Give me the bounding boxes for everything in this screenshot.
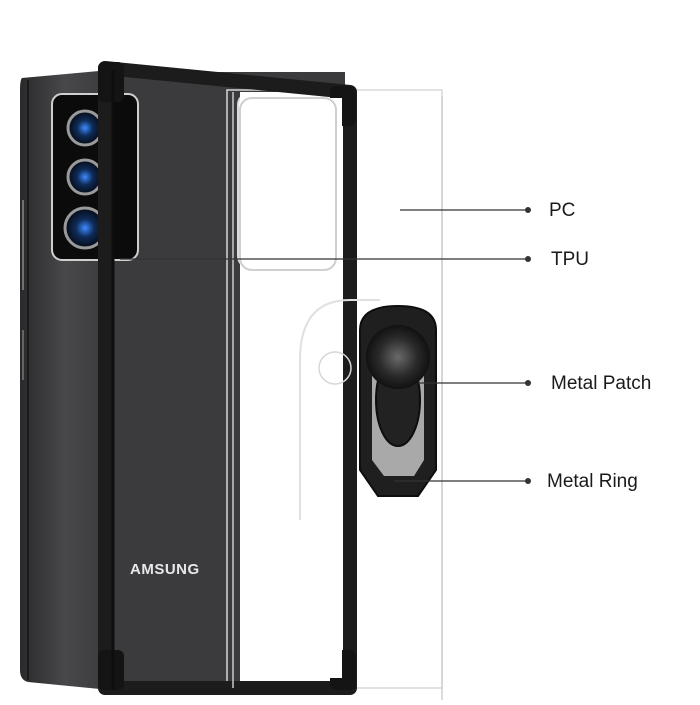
callout-label-metal-ring: Metal Ring [547, 471, 638, 492]
ring-holder [359, 304, 437, 497]
callout-dot-tpu [525, 256, 531, 262]
callout-label-pc: PC [549, 200, 576, 221]
callout-dot-metal-patch [525, 380, 531, 386]
callout-label-tpu: TPU [551, 249, 589, 270]
tpu-bumper [98, 61, 357, 695]
brand-logo-text: AMSUNG [130, 561, 200, 578]
callout-dot-metal-ring [525, 478, 531, 484]
callout-label-metal-patch: Metal Patch [551, 373, 652, 394]
camera-module-icon [51, 93, 139, 261]
metal-patch-icon [366, 325, 430, 389]
callout-dot-pc [525, 207, 531, 213]
